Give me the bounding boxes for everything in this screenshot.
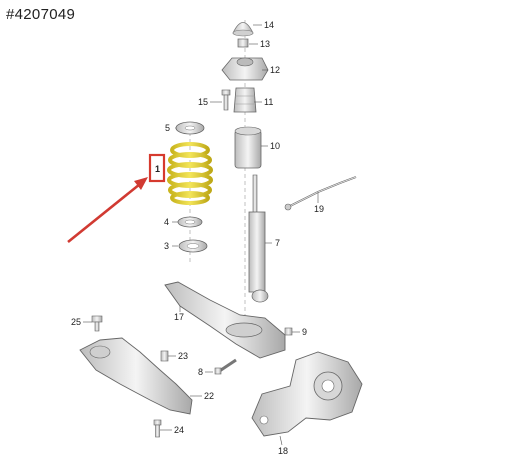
callout-17: 17 (174, 312, 184, 322)
callout-5: 5 (165, 123, 170, 133)
highlight-box (148, 153, 166, 183)
part-12-strut-mount (221, 57, 269, 81)
callout-24: 24 (174, 425, 184, 435)
part-14-cap (232, 22, 254, 37)
part-23-bolt (160, 350, 169, 362)
part-13-nut (237, 38, 249, 48)
part-3-lower-spring-seat (178, 239, 208, 253)
callout-3: 3 (164, 241, 169, 251)
part-7-shock-absorber (248, 174, 269, 303)
callout-12: 12 (270, 65, 280, 75)
part-4-spring-isolator (177, 216, 203, 228)
callout-23: 23 (178, 351, 188, 361)
pointer-arrow (67, 177, 148, 244)
part-17-spring-link (164, 281, 286, 359)
callout-14: 14 (264, 20, 274, 30)
callout-8: 8 (198, 367, 203, 377)
callout-13: 13 (260, 39, 270, 49)
callout-10: 10 (270, 141, 280, 151)
callout-22: 22 (204, 391, 214, 401)
part-8-bolt (214, 358, 237, 375)
callout-25: 25 (71, 317, 81, 327)
callout-7: 7 (275, 238, 280, 248)
callout-9: 9 (302, 327, 307, 337)
part-5-upper-spring-seat (175, 121, 205, 135)
reference-number: #4207049 (6, 6, 76, 23)
part-18-wheel-bearing-housing (251, 351, 363, 437)
part-10-dust-boot (234, 126, 262, 169)
part-1-coil-spring (167, 142, 213, 205)
leader-lines (83, 24, 319, 446)
part-19-sensor-cable (284, 176, 357, 211)
callout-1: 1 (155, 164, 160, 174)
part-15-bolt (221, 89, 231, 111)
part-9-nut (284, 327, 293, 336)
callout-19: 19 (314, 204, 324, 214)
part-24-bolt (153, 419, 162, 438)
part-25-bolt (91, 315, 103, 332)
callout-4: 4 (164, 217, 169, 227)
callout-15: 15 (198, 97, 208, 107)
callout-18: 18 (278, 446, 288, 456)
part-22-trailing-arm (79, 337, 193, 415)
part-11-bump-stop (233, 87, 257, 113)
callout-11: 11 (264, 97, 273, 107)
